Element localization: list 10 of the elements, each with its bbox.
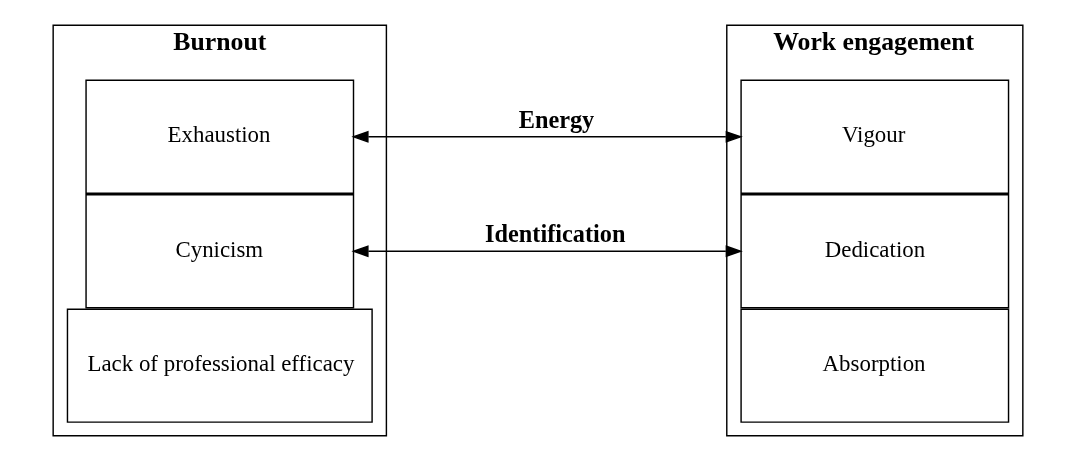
arrow bbox=[350, 130, 743, 143]
node-box: Cynicism bbox=[84, 194, 354, 309]
node-box: Dedication bbox=[739, 194, 1009, 309]
edge-label: Energy bbox=[518, 105, 594, 133]
node-box: Vigour bbox=[739, 79, 1009, 195]
node-box: Lack of professional efficacy bbox=[66, 308, 373, 423]
arrow bbox=[350, 245, 743, 258]
node-box: Exhaustion bbox=[84, 79, 354, 195]
edge-label: Identification bbox=[484, 220, 625, 248]
node-box: Absorption bbox=[739, 308, 1009, 423]
